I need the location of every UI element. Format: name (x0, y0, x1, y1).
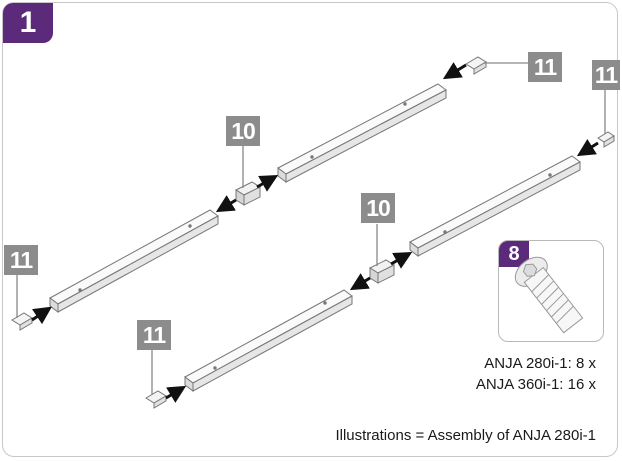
part-label-11: 11 (137, 320, 171, 350)
part-label-10: 10 (226, 116, 260, 146)
end-cap-right (597, 131, 615, 148)
part-label-11: 11 (4, 245, 38, 275)
screw-detail: 8 (498, 240, 604, 342)
part-label-11: 11 (528, 52, 562, 82)
screw-icon (514, 256, 584, 334)
part-label-10: 10 (361, 193, 395, 223)
rail-lower-left (184, 289, 353, 392)
assembly-arrows (31, 62, 599, 403)
connector-lower (368, 259, 396, 284)
end-cap-left (11, 312, 33, 331)
part-label-11: 11 (592, 60, 620, 90)
rail-upper-right (277, 83, 447, 183)
quantity-line-360: ANJA 360i-1: 16 x (475, 376, 596, 393)
end-cap-top (465, 56, 487, 75)
leader-lines (16, 62, 606, 394)
quantity-line-280: ANJA 280i-1: 8 x (484, 355, 596, 372)
rail-upper-left (49, 209, 219, 313)
rail-lower-right (409, 155, 581, 257)
instruction-panel (2, 2, 618, 457)
step-number-badge: 1 (3, 3, 53, 43)
illustration-footnote: Illustrations = Assembly of ANJA 280i-1 (335, 427, 596, 444)
end-cap-bottom (145, 390, 167, 409)
connector-upper (234, 181, 262, 206)
